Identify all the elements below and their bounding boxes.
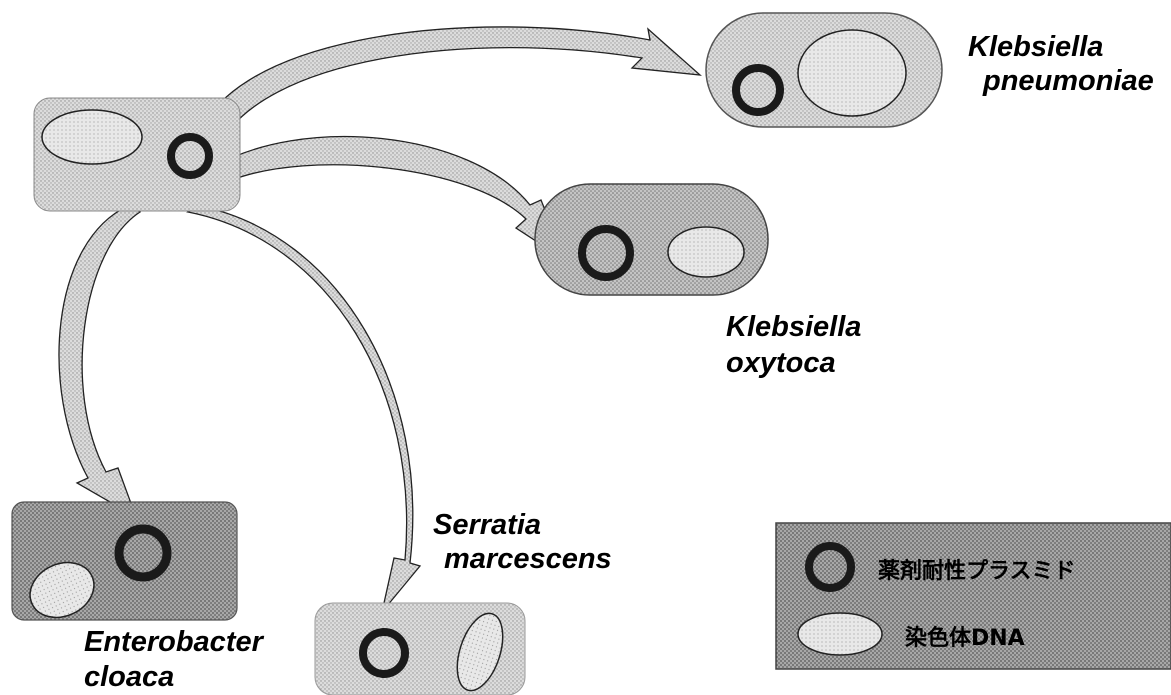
legend-plasmid-label: 薬剤耐性プラスミド xyxy=(878,553,1076,585)
label-klebsiella-pneumoniae-genus: Klebsiella xyxy=(968,30,1103,64)
label-enterobacter-genus: Enterobacter xyxy=(84,625,263,659)
source-cell xyxy=(34,98,240,211)
arrow-to-klebsiella-pneumoniae xyxy=(196,27,700,148)
arrow-to-enterobacter-cloaca xyxy=(59,205,140,517)
label-klebsiella-pneumoniae-species: pneumoniae xyxy=(983,64,1154,98)
serratia-plasmid xyxy=(363,632,405,674)
pneumoniae-plasmid xyxy=(736,68,780,112)
legend-chromosome-label: 染色体DNA xyxy=(905,620,1025,652)
label-serratia-genus: Serratia xyxy=(433,508,541,542)
source-chromosome xyxy=(42,110,142,164)
oxytoca-chromosome xyxy=(668,227,744,277)
oxytoca-plasmid xyxy=(582,229,630,277)
cell-serratia-marcescens xyxy=(315,603,525,695)
label-serratia-species: marcescens xyxy=(444,542,612,576)
cloaca-plasmid xyxy=(119,529,167,577)
source-plasmid xyxy=(171,137,209,175)
cell-enterobacter-cloaca xyxy=(12,502,237,628)
cell-klebsiella-pneumoniae xyxy=(706,13,942,127)
label-klebsiella-oxytoca-genus: Klebsiella xyxy=(726,310,861,344)
legend-chromosome-icon xyxy=(798,613,882,655)
label-enterobacter-species: cloaca xyxy=(84,660,174,694)
label-klebsiella-oxytoca-species: oxytoca xyxy=(726,346,836,380)
cell-klebsiella-oxytoca xyxy=(535,184,768,295)
legend-plasmid-icon xyxy=(809,546,851,588)
pneumoniae-chromosome xyxy=(798,30,906,116)
